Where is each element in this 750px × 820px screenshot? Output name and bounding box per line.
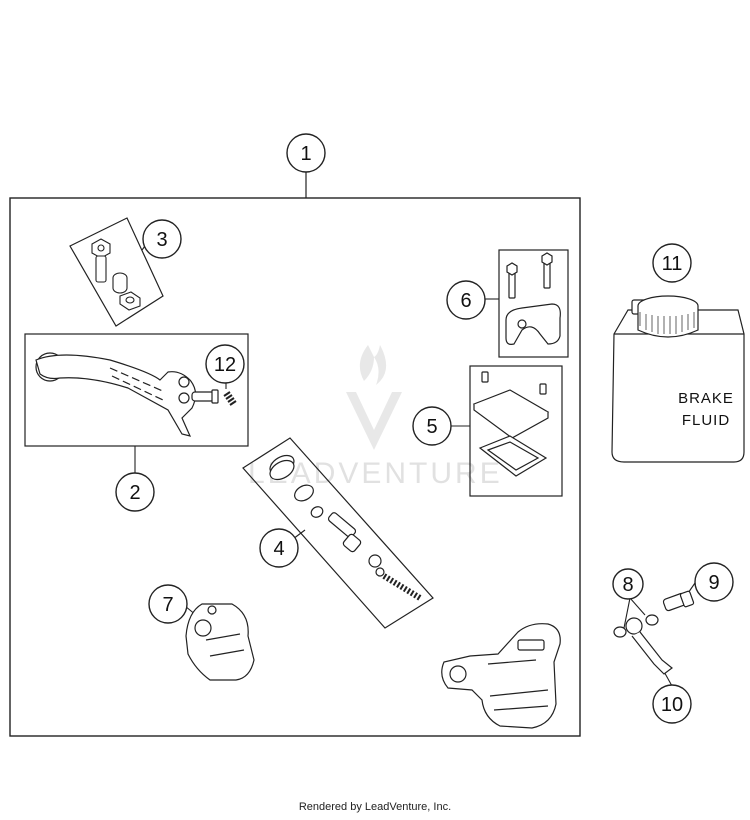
callout-9 <box>694 562 734 602</box>
callout-number-2: 2 <box>129 482 140 504</box>
frame-5 <box>469 365 563 497</box>
callout-number-3: 3 <box>156 229 167 251</box>
callout-4 <box>259 528 299 568</box>
lever-spring <box>223 391 237 406</box>
callout-number-5: 5 <box>426 416 437 438</box>
callout-number-10: 10 <box>661 694 683 716</box>
frame-3 <box>69 217 164 327</box>
bolt-sleeve-nut <box>91 238 141 311</box>
callout-number-9: 9 <box>708 572 719 594</box>
handlebar-clamp <box>505 252 561 345</box>
callout-8 <box>612 568 644 600</box>
fluid-label-line2: FLUID <box>682 412 730 429</box>
callout-2 <box>115 472 155 512</box>
frame-2 <box>24 333 249 447</box>
callouts <box>115 133 734 724</box>
callout-number-12: 12 <box>214 354 236 376</box>
callout-number-1: 1 <box>300 143 311 165</box>
fluid-label-line1: BRAKE <box>678 390 734 407</box>
cylinder-cover <box>185 603 255 681</box>
callout-number-11: 11 <box>662 253 683 275</box>
callout-number-8: 8 <box>622 574 633 596</box>
piston-kit <box>269 454 422 601</box>
callout-3 <box>142 219 182 259</box>
brake-lever <box>35 352 219 437</box>
callout-10 <box>652 684 692 724</box>
callout-12 <box>205 344 245 384</box>
callout-11 <box>652 243 692 283</box>
banjo-fitting <box>613 590 695 675</box>
reservoir-cover <box>472 371 550 477</box>
brake-fluid-can <box>611 295 745 463</box>
callout-numbers: 1 2 3 4 5 6 7 8 9 10 11 12 <box>129 143 719 716</box>
callout-number-4: 4 <box>273 538 284 560</box>
callout-5 <box>412 406 452 446</box>
callout-number-7: 7 <box>162 594 173 616</box>
callout-7 <box>148 584 188 624</box>
callout-1 <box>286 133 326 173</box>
master-cylinder <box>441 623 561 729</box>
frame-6 <box>498 249 569 358</box>
callout-number-6: 6 <box>460 290 471 312</box>
kit-frame <box>9 197 581 737</box>
frame-4 <box>242 437 434 629</box>
footer-credit: Rendered by LeadVenture, Inc. <box>298 801 452 813</box>
callout-6 <box>446 280 486 320</box>
